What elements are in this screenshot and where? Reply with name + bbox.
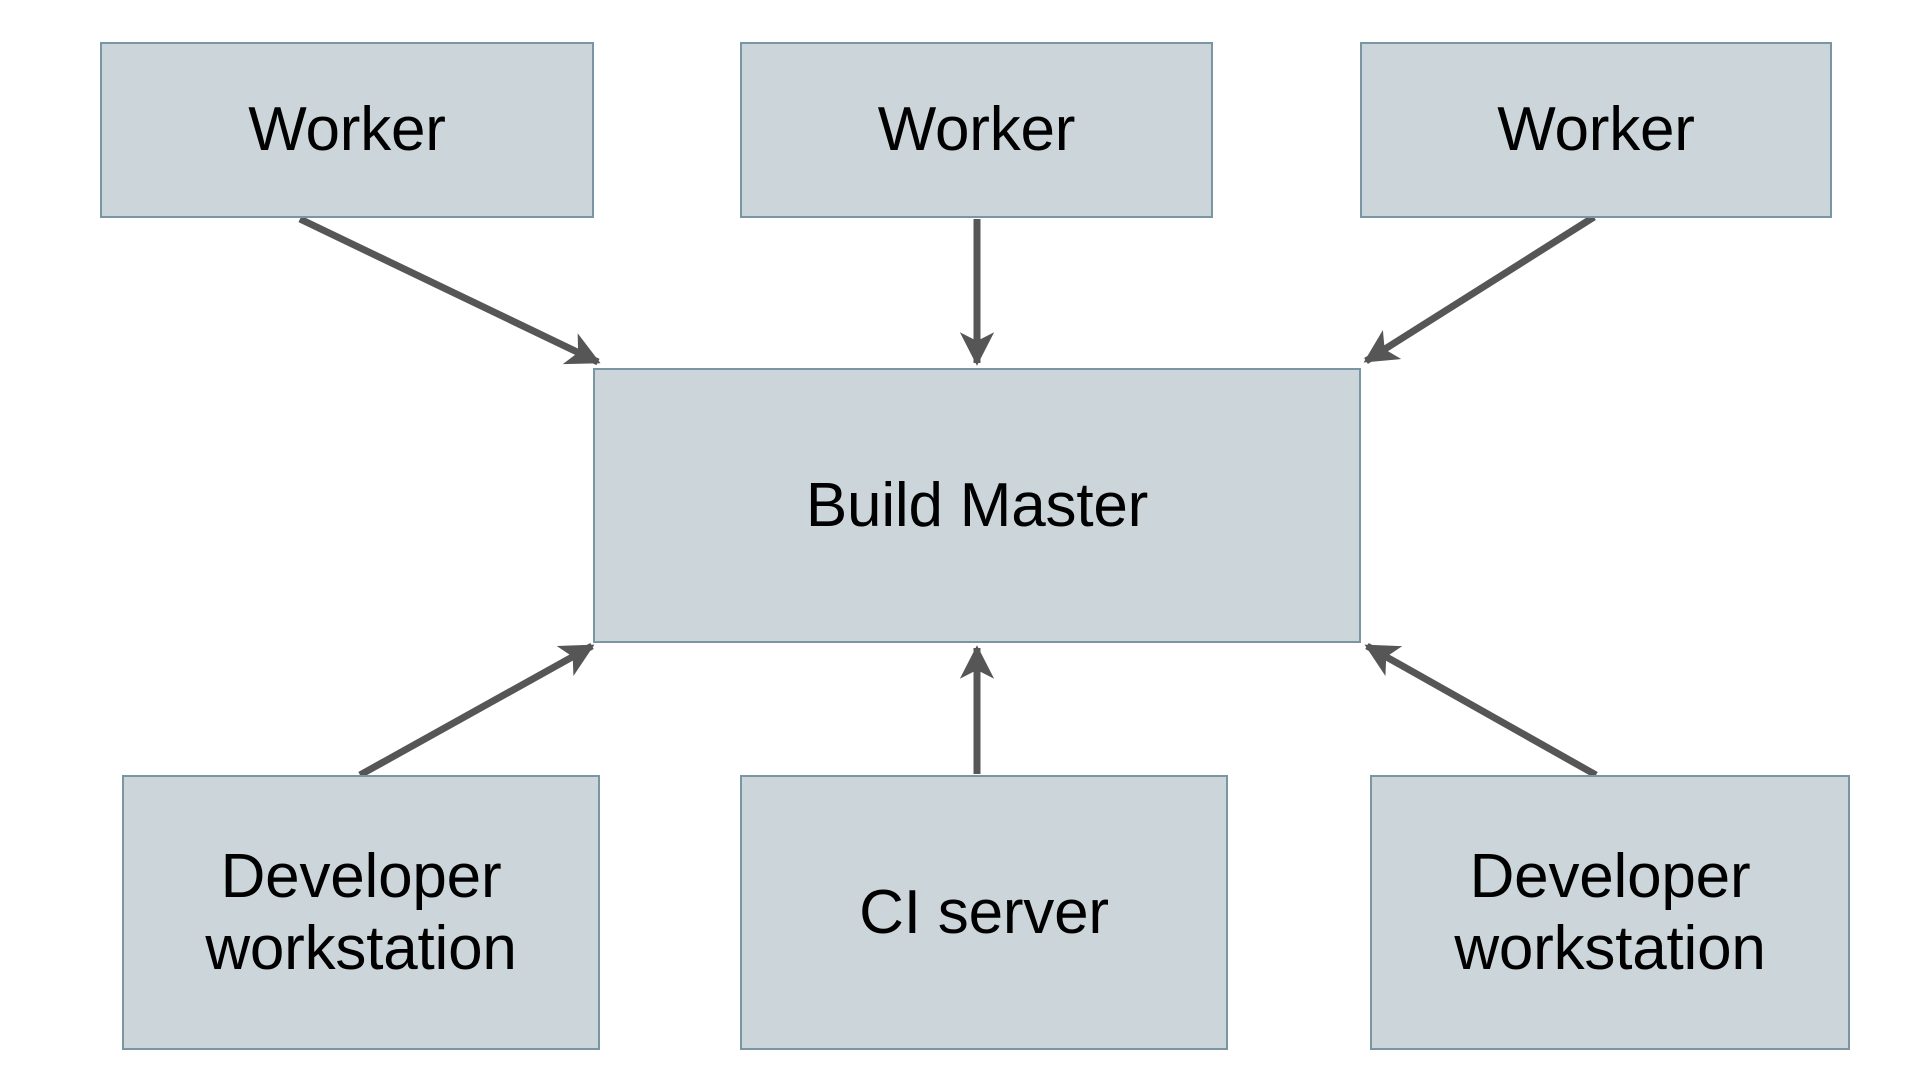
node-worker-1[interactable]: Worker	[100, 42, 594, 218]
edge-worker3-master	[1363, 214, 1596, 364]
node-label: Build Master	[805, 470, 1149, 540]
node-build-master[interactable]: Build Master	[593, 368, 1361, 643]
edge-worker1-master	[298, 215, 601, 366]
node-developer-workstation-left[interactable]: Developer workstation	[122, 775, 600, 1050]
node-developer-workstation-right[interactable]: Developer workstation	[1370, 775, 1850, 1050]
node-label: Developer workstation	[205, 841, 517, 983]
node-ci-server[interactable]: CI server	[740, 775, 1228, 1050]
node-label: CI server	[859, 877, 1109, 947]
node-label: Worker	[1497, 95, 1695, 165]
edge-devleft-master	[358, 642, 595, 779]
node-worker-2[interactable]: Worker	[740, 42, 1213, 218]
node-label: Worker	[877, 95, 1076, 165]
edge-devright-master	[1364, 642, 1598, 779]
node-label: Developer workstation	[1454, 841, 1766, 983]
node-worker-3[interactable]: Worker	[1360, 42, 1832, 218]
node-label: Worker	[248, 95, 446, 165]
